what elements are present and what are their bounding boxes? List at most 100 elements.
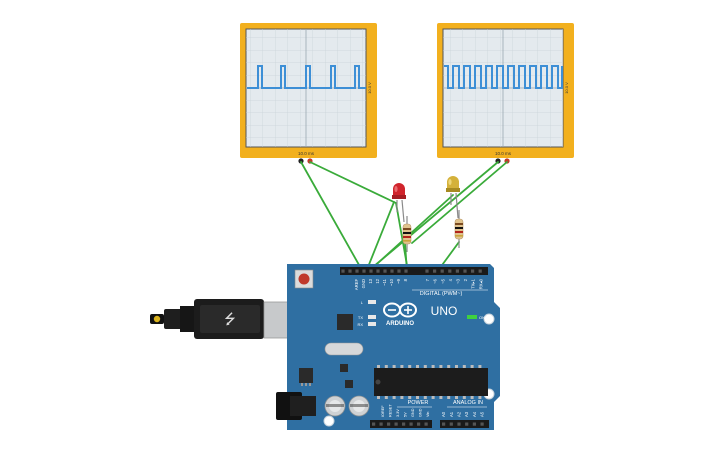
power-label: POWER bbox=[408, 400, 429, 406]
oscilloscope-1[interactable]: 10.0 V 10.0 ms bbox=[240, 23, 377, 164]
scope-volt-label: 10.0 V bbox=[367, 82, 372, 94]
digital-pin-label: ~5 bbox=[440, 278, 445, 283]
power-header[interactable] bbox=[370, 420, 432, 428]
power-jack[interactable] bbox=[276, 392, 316, 420]
cable-end-icon bbox=[153, 315, 161, 323]
analog-pin-label: A4 bbox=[472, 411, 477, 417]
rx-label: RX bbox=[357, 322, 363, 327]
atmega-microcontroller bbox=[374, 365, 488, 399]
digital-header-pins bbox=[341, 269, 482, 273]
analog-label: ANALOG IN bbox=[453, 400, 483, 406]
header-pin[interactable] bbox=[440, 269, 444, 273]
digital-pin-label: 2 bbox=[463, 278, 468, 281]
capacitor bbox=[348, 395, 370, 417]
bottom-header-pins bbox=[372, 422, 484, 426]
header-pin[interactable] bbox=[449, 422, 453, 426]
header-pin[interactable] bbox=[425, 269, 429, 273]
mounting-hole bbox=[483, 313, 495, 325]
header-pin[interactable] bbox=[457, 422, 461, 426]
header-pin[interactable] bbox=[387, 422, 391, 426]
oscilloscope-2[interactable]: 10.0 V 10.0 ms bbox=[437, 23, 574, 164]
power-pin-label: GND bbox=[411, 408, 415, 417]
header-pin[interactable] bbox=[478, 269, 482, 273]
digital-pin-label: 13 bbox=[368, 278, 373, 283]
scope-trace bbox=[444, 65, 563, 89]
header-pin[interactable] bbox=[455, 269, 459, 273]
digital-pin-label: TX▸1 bbox=[471, 278, 476, 288]
header-pin[interactable] bbox=[417, 422, 421, 426]
digital-pin-label: 12 bbox=[375, 278, 380, 283]
arduino-logo-icon bbox=[383, 302, 417, 318]
header-pin[interactable] bbox=[424, 422, 428, 426]
digital-pin-label: ~6 bbox=[433, 278, 438, 283]
led-yellow[interactable] bbox=[446, 176, 460, 219]
reset-button[interactable] bbox=[294, 269, 314, 289]
digital-pin-label: ~9 bbox=[396, 278, 401, 283]
header-pin[interactable] bbox=[394, 422, 398, 426]
header-pin[interactable] bbox=[369, 269, 373, 273]
scope-time-label: 10.0 ms bbox=[298, 151, 315, 156]
header-pin[interactable] bbox=[372, 422, 376, 426]
header-pin[interactable] bbox=[397, 269, 401, 273]
digital-pin-label: 8 bbox=[403, 278, 408, 281]
power-pin-label: GND bbox=[419, 408, 423, 417]
resistor-1[interactable] bbox=[402, 216, 412, 252]
header-pin[interactable] bbox=[379, 422, 383, 426]
analog-header[interactable] bbox=[440, 420, 489, 428]
model-label: UNO bbox=[431, 304, 458, 318]
mounting-hole bbox=[323, 415, 335, 427]
header-pin[interactable] bbox=[362, 269, 366, 273]
capacitor bbox=[324, 395, 346, 417]
small-chip bbox=[340, 364, 348, 372]
digital-header[interactable] bbox=[340, 267, 488, 275]
power-pin-label: Vin bbox=[426, 412, 430, 417]
header-pin[interactable] bbox=[465, 422, 469, 426]
header-pin[interactable] bbox=[472, 422, 476, 426]
header-pin[interactable] bbox=[448, 269, 452, 273]
power-pin-label: 5V bbox=[404, 412, 408, 417]
header-pin[interactable] bbox=[402, 422, 406, 426]
digital-pin-label: GND bbox=[361, 279, 366, 288]
scope-time-label: 10.0 ms bbox=[495, 151, 512, 156]
digital-label: DIGITAL (PWM~) bbox=[420, 291, 463, 297]
header-pin[interactable] bbox=[383, 269, 387, 273]
header-pin[interactable] bbox=[433, 269, 437, 273]
header-pin[interactable] bbox=[404, 269, 408, 273]
digital-pin-label: ~10 bbox=[389, 278, 394, 286]
scope-volt-label: 10.0 V bbox=[564, 82, 569, 94]
header-pin[interactable] bbox=[471, 269, 475, 273]
scope-trace bbox=[247, 65, 366, 89]
led-red[interactable] bbox=[392, 183, 406, 223]
wires[interactable] bbox=[300, 161, 508, 273]
scope-probe-negative[interactable] bbox=[298, 158, 304, 164]
header-pin[interactable] bbox=[480, 422, 484, 426]
header-pin[interactable] bbox=[409, 422, 413, 426]
crystal-oscillator bbox=[324, 342, 364, 356]
digital-pin-label: ~3 bbox=[456, 278, 461, 283]
l-label: L bbox=[361, 300, 364, 305]
header-pin[interactable] bbox=[341, 269, 345, 273]
usb-chip bbox=[337, 314, 353, 330]
resistor-2[interactable] bbox=[454, 210, 464, 248]
header-pin[interactable] bbox=[355, 269, 359, 273]
digital-pin-label: 7 bbox=[425, 278, 430, 281]
brand-label: ARDUINO bbox=[386, 321, 414, 327]
on-led-indicator bbox=[467, 315, 477, 319]
analog-pin-label: A3 bbox=[464, 411, 469, 417]
header-pin[interactable] bbox=[463, 269, 467, 273]
header-pin[interactable] bbox=[442, 422, 446, 426]
power-pin-label: 3.3V bbox=[396, 409, 400, 417]
header-pin[interactable] bbox=[348, 269, 352, 273]
rx-led-indicator bbox=[368, 322, 376, 326]
analog-pin-label: A2 bbox=[457, 411, 462, 417]
header-pin[interactable] bbox=[376, 269, 380, 273]
header-pin[interactable] bbox=[390, 269, 394, 273]
transistor bbox=[345, 380, 353, 388]
digital-pin-label: ~11 bbox=[382, 278, 387, 285]
tx-label: TX bbox=[358, 315, 363, 320]
